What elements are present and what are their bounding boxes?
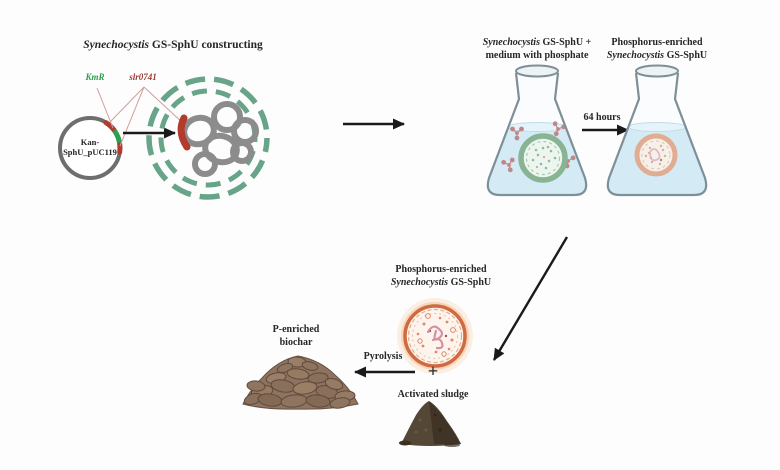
slr0741-gene-label: slr0741	[129, 72, 157, 82]
flask2-label: Phosphorus-enriched Synechocystis GS-Sph…	[606, 37, 708, 61]
genome-insert-red	[177, 114, 191, 151]
plasmid	[58, 116, 123, 180]
orange-cell	[634, 133, 678, 177]
flask1-label: Synechocystis GS-SphU + medium with phos…	[482, 37, 592, 61]
synechocystis-cell	[146, 76, 270, 200]
enriched-cell-label: Phosphorus-enriched Synechocystis GS-Sph…	[390, 264, 492, 288]
chromosome	[181, 101, 259, 177]
flask-medium-phosphate	[486, 64, 588, 197]
to-conversion-arrow	[492, 236, 569, 361]
biochar-label: P-enriched biochar	[272, 324, 320, 348]
construction-title: Synechocystis GS-SphU constructing	[83, 39, 263, 51]
sludge-pile	[399, 401, 461, 447]
label-connector-lines	[96, 86, 185, 147]
flask-phosphorus-enriched	[606, 64, 708, 197]
enriched-cell	[397, 298, 473, 374]
biochar-pile	[242, 355, 359, 410]
sludge-label: Activated sludge	[397, 389, 469, 400]
plasmid-name: Kan- SphU_pUC119	[63, 137, 117, 157]
pyrolysis-label: Pyrolysis	[363, 351, 403, 362]
kmr-gene-label: KmR	[85, 72, 105, 82]
plasmid-insert-red-top	[103, 120, 117, 133]
duration-label: 64 hours	[583, 112, 621, 123]
plus-sign: +	[427, 361, 439, 381]
cell-dna	[426, 325, 444, 350]
green-cell	[518, 133, 568, 183]
